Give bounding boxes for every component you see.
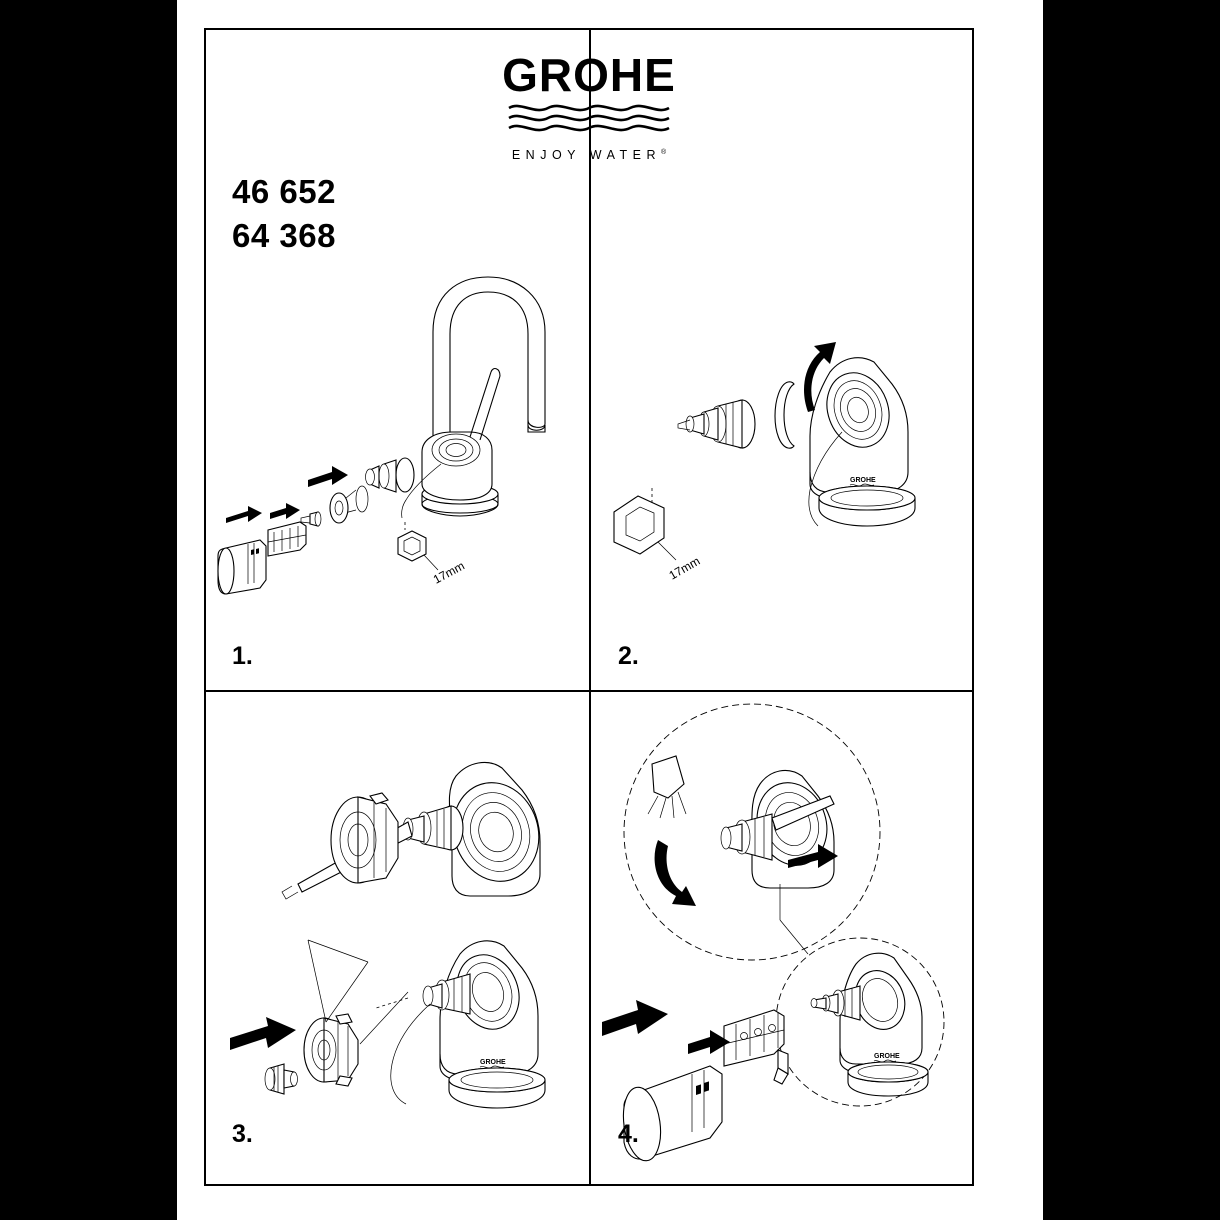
brand-logo: GROHE ENJOY WATER® [429, 52, 749, 162]
step-3-illustration: GROHE [208, 692, 590, 1186]
hex-nut-17mm: 17mm [397, 522, 467, 587]
grohe-logo-small: GROHE [874, 1053, 900, 1060]
brand-tagline: ENJOY WATER® [429, 148, 749, 162]
retaining-ring [774, 381, 795, 449]
faucet-base-body: GROHE [809, 357, 916, 527]
cartridge-lower [422, 973, 471, 1015]
step-number-3: 3. [232, 1120, 253, 1148]
grohe-logo-small: GROHE [850, 477, 876, 484]
brand-name: GROHE [502, 49, 676, 101]
step-2-illustration: GROHE [592, 32, 972, 690]
wrench-size-label: 17mm [667, 554, 703, 583]
retaining-clip [723, 1009, 789, 1085]
connector-coupling [264, 1013, 359, 1095]
collar-nut [330, 792, 399, 884]
step-number-2: 2. [618, 642, 639, 670]
instruction-sheet-page: GROHE ENJOY WATER® 46 652 64 368 [177, 0, 1043, 1220]
detail-callout-circle-2 [775, 937, 945, 1107]
article-number-2: 64 368 [232, 216, 336, 254]
lower-body-assembly: GROHE [810, 952, 929, 1097]
cartridge-parts [217, 457, 415, 595]
grohe-logo-small: GROHE [480, 1059, 506, 1066]
detail-callout-circle [623, 703, 881, 961]
trademark-symbol: ® [661, 148, 667, 156]
step-1-illustration: 17mm [208, 32, 590, 690]
upper-faucet-body [448, 761, 541, 897]
step-number-4: 4. [618, 1120, 639, 1148]
step-number-1: 1. [232, 642, 253, 670]
vertical-divider [589, 30, 591, 1184]
faucet-body [421, 276, 546, 517]
hex-nut-17mm: 17mm [613, 488, 703, 583]
grohe-waves-logo-icon [429, 102, 749, 140]
grease-applicator [647, 755, 687, 819]
wrench-size-label: 17mm [431, 559, 467, 587]
instruction-frame: GROHE ENJOY WATER® 46 652 64 368 [204, 28, 974, 1186]
tagline-text: ENJOY WATER [511, 148, 661, 162]
handle-sleeve [622, 1065, 723, 1162]
horizontal-divider [206, 690, 972, 692]
assembly-arrows [226, 466, 348, 523]
step-4-illustration: GROHE [592, 692, 972, 1186]
detail-cartridge [720, 795, 835, 861]
cartridge [677, 399, 756, 449]
article-number-1: 46 652 [232, 173, 336, 210]
lower-faucet-body: GROHE [439, 940, 546, 1109]
article-numbers: 46 652 64 368 [232, 170, 336, 257]
